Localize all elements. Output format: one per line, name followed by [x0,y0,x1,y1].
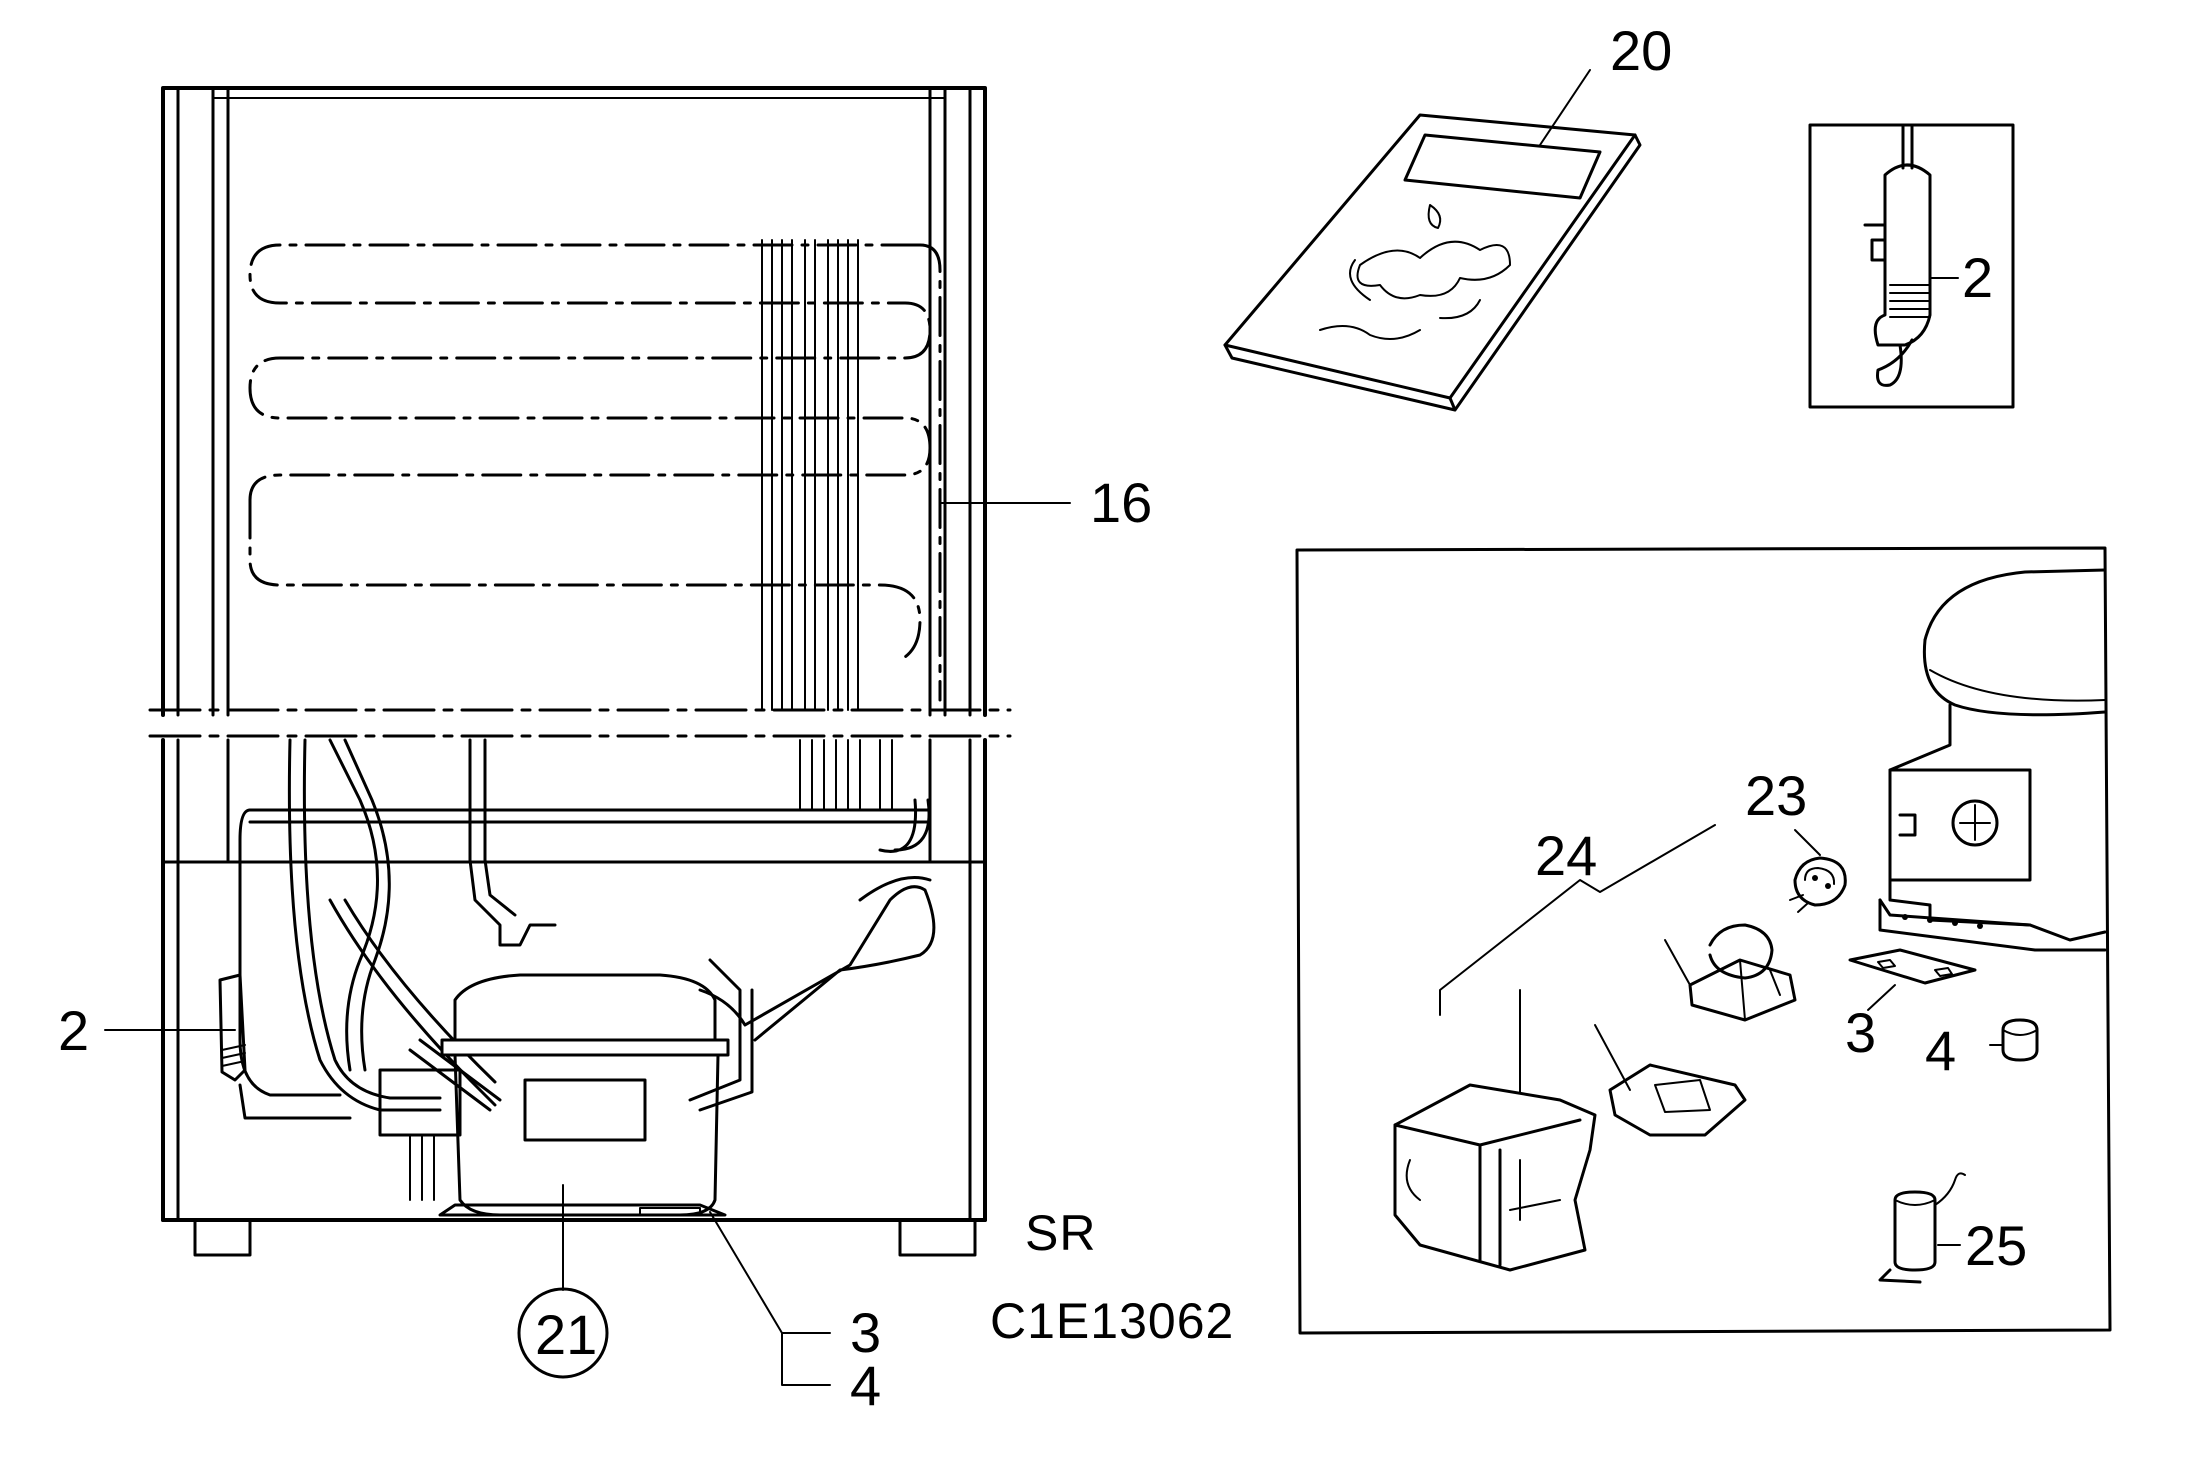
drawing-number: C1E13062 [990,1293,1234,1349]
label-part-4-right: 4 [1925,1019,1956,1082]
label-part-16: 16 [1090,471,1152,534]
model-code: SR [1025,1205,1096,1261]
label-part-3-left: 3 [850,1301,881,1364]
instruction-booklet: 20 [1223,19,1672,412]
compressor-unit [408,958,754,1217]
label-part-24: 24 [1535,824,1597,887]
circled-part-21 [517,1287,609,1379]
refrigerator-rear-view [148,86,1012,1257]
label-part-23: 23 [1745,764,1807,827]
label-part-25: 25 [1965,1214,2027,1277]
label-part-21: 21 [535,1303,597,1366]
label-part-3-right: 3 [1845,1001,1876,1064]
callouts-left: 2 16 21 3 4 SR C1E13062 [58,471,1234,1417]
label-part-2-left: 2 [58,999,89,1062]
label-part-20: 20 [1610,19,1672,82]
label-part-4-left: 4 [850,1354,881,1417]
label-part-2-inset: 2 [1962,246,1993,309]
sensor-inset-box: 2 [1808,123,2015,409]
compressor-parts-inset: 3 4 23 24 25 [1295,546,2112,1335]
